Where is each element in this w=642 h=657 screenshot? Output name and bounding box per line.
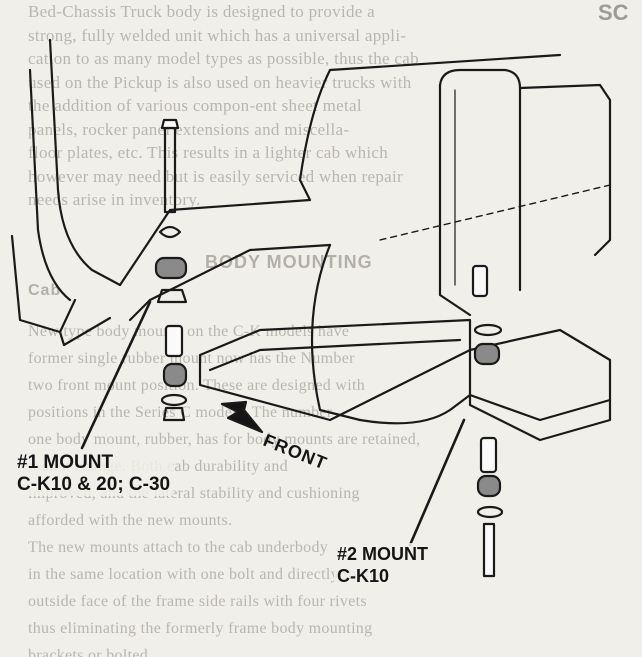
mount-1-models: C-K10 & 20; C-30 (17, 474, 171, 495)
mount-2-title: #2 MOUNT (337, 544, 429, 564)
door-pillar (48, 38, 122, 287)
mount-2-stack (471, 264, 504, 578)
mount-1-stack (154, 118, 188, 422)
section-heading-cab: Cab (28, 282, 62, 299)
page-number-fragment: SC (598, 0, 629, 25)
mount-2-label: #2 MOUNT C-K10 (334, 543, 432, 587)
cab-side-outline (298, 53, 562, 182)
leader-line-mount-1 (80, 300, 152, 450)
rocker-sill (198, 318, 472, 422)
frame-rail (468, 328, 612, 442)
mount-1-title: #1 MOUNT (17, 452, 114, 473)
reference-line (379, 184, 611, 241)
front-arrow-icon (220, 400, 264, 434)
body-text-top: Bed-Chassis Truck body is designed to pr… (28, 2, 419, 209)
section-heading-body-mounting: BODY MOUNTING (205, 252, 373, 272)
mount-2-models: C-K10 (337, 566, 390, 586)
cab-floor-panel (118, 178, 312, 287)
door-frame-right (438, 83, 472, 317)
mount-1-label: #1 MOUNT C-K10 & 20; C-30 (14, 452, 174, 496)
leader-line-mount-2 (408, 418, 466, 547)
